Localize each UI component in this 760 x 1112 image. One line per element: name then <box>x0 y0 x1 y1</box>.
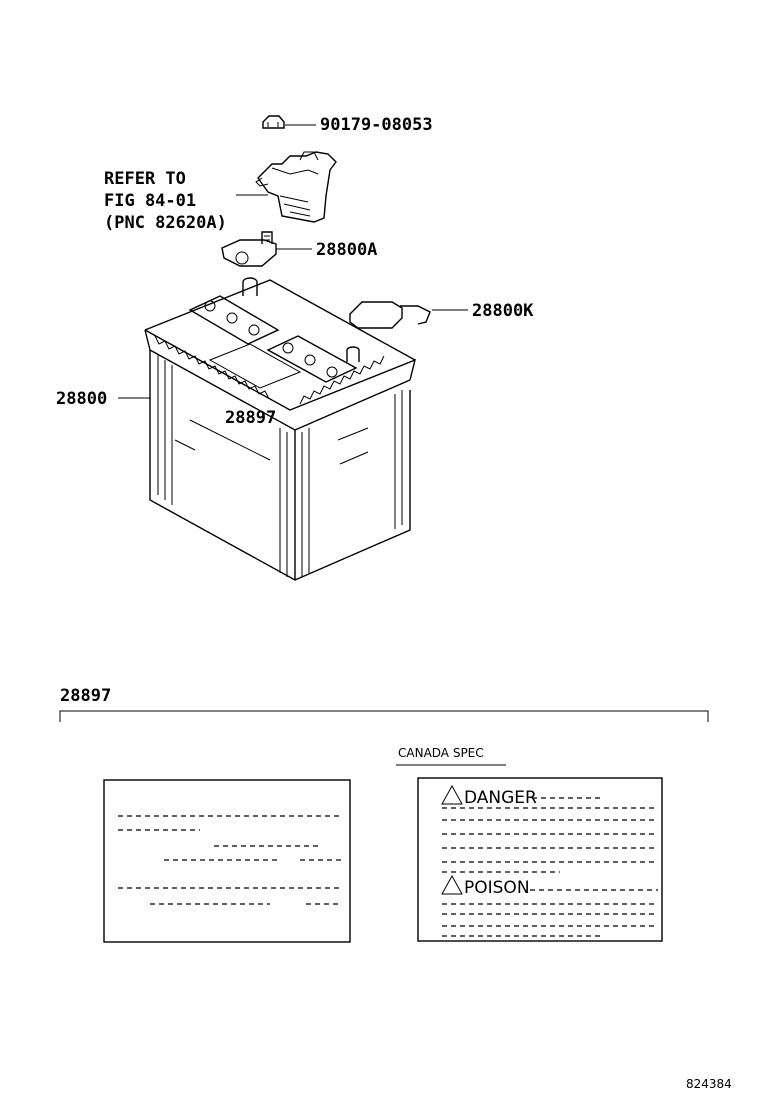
callout-bolt: 90179-08053 <box>320 115 433 135</box>
poison-label: POISON <box>464 878 530 898</box>
warning-label-standard <box>103 779 351 943</box>
warning-triangle-icon <box>441 784 463 805</box>
callout-cover: 28800K <box>472 301 534 321</box>
warning-triangle-icon-2 <box>441 874 463 895</box>
canada-spec-label: CANADA SPEC <box>398 746 484 760</box>
warning-label-canada: DANGER POISON <box>417 777 663 942</box>
refer-line-1: REFER TO <box>104 169 186 189</box>
hold-down-bracket-part <box>255 151 337 223</box>
figure-id: 824384 <box>686 1077 732 1091</box>
terminal-clamp-part <box>221 231 312 267</box>
detail-bracket <box>59 710 709 722</box>
callout-clamp: 28800A <box>316 240 377 260</box>
detail-title: 28897 <box>60 686 111 706</box>
terminal-cover-part <box>349 301 468 329</box>
bolt-part <box>262 115 316 129</box>
battery-part <box>118 277 417 581</box>
callout-battery: 28800 <box>56 389 107 409</box>
callout-label-on-battery: 28897 <box>225 408 276 428</box>
refer-line-2: FIG 84-01 <box>104 191 196 211</box>
refer-line-3: (PNC 82620A) <box>104 213 227 233</box>
danger-label: DANGER <box>464 788 537 808</box>
